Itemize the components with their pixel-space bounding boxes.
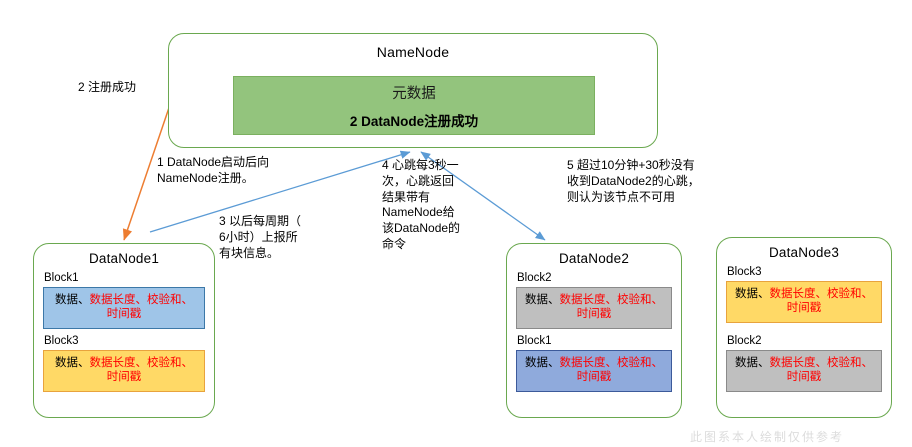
block-content: 数据、数据长度、校验和、时间戳 <box>726 281 882 323</box>
block-item: Block3 数据、数据长度、校验和、时间戳 <box>726 266 882 323</box>
block-key: 数据、 <box>735 288 770 300</box>
annotation-step-2: 2 注册成功 <box>78 80 137 94</box>
datanode1-box[interactable]: DataNode1 Block1 数据、数据长度、校验和、时间戳 Block3 … <box>33 243 215 418</box>
block-item: Block3 数据、数据长度、校验和、时间戳 <box>43 335 205 392</box>
datanode3-blocks: Block3 数据、数据长度、校验和、时间戳 Block2 数据、数据长度、校验… <box>726 266 882 398</box>
namenode-box[interactable]: NameNode 元数据 2 DataNode注册成功 <box>168 33 658 148</box>
metadata-title: 元数据 <box>392 85 436 102</box>
datanode1-title: DataNode1 <box>88 251 160 266</box>
block-label: Block3 <box>44 334 79 347</box>
block-key: 数据、 <box>55 356 90 369</box>
block-value: 数据长度、校验和、时间戳 <box>559 294 664 321</box>
block-label: Block1 <box>44 272 79 284</box>
datanode3-box[interactable]: DataNode3 Block3 数据、数据长度、校验和、时间戳 Block2 … <box>716 237 892 418</box>
metadata-register-success: 2 DataNode注册成功 <box>349 113 479 129</box>
block-value: 数据长度、校验和、时间戳 <box>89 294 194 321</box>
block-value: 数据长度、校验和、时间戳 <box>769 288 874 315</box>
block-value: 数据长度、校验和、时间戳 <box>769 356 874 384</box>
datanode2-title: DataNode2 <box>558 251 630 266</box>
datanode3-title: DataNode3 <box>768 245 840 260</box>
watermark-text: 此图系本人绘制仅供参考 <box>690 430 845 444</box>
annotation-step-5: 5 超过10分钟+30秒没有 收到DataNode2的心跳， 则认为该节点不可用 <box>567 158 700 204</box>
block-content: 数据、数据长度、校验和、时间戳 <box>516 349 672 392</box>
block-item: Block2 数据、数据长度、校验和、时间戳 <box>516 272 672 329</box>
namenode-title: NameNode <box>376 44 450 60</box>
metadata-box: 元数据 2 DataNode注册成功 <box>233 76 595 135</box>
block-key: 数据、 <box>525 356 560 369</box>
block-label: Block2 <box>727 334 762 347</box>
block-label: Block2 <box>517 272 552 284</box>
datanode1-blocks: Block1 数据、数据长度、校验和、时间戳 Block3 数据、数据长度、校验… <box>43 272 205 398</box>
block-item: Block1 数据、数据长度、校验和、时间戳 <box>43 272 205 329</box>
block-key: 数据、 <box>55 294 90 306</box>
annotation-step-4: 4 心跳每3秒一 次，心跳返回 结果带有 NameNode给 该DataNode… <box>382 158 461 252</box>
block-key: 数据、 <box>735 356 770 369</box>
datanode2-blocks: Block2 数据、数据长度、校验和、时间戳 Block1 数据、数据长度、校验… <box>516 272 672 398</box>
block-item: Block2 数据、数据长度、校验和、时间戳 <box>726 335 882 392</box>
block-content: 数据、数据长度、校验和、时间戳 <box>516 287 672 329</box>
block-content: 数据、数据长度、校验和、时间戳 <box>726 349 882 392</box>
block-value: 数据长度、校验和、时间戳 <box>89 356 194 384</box>
annotation-step-1: 1 DataNode启动后向 NameNode注册。 <box>157 155 270 185</box>
datanode2-box[interactable]: DataNode2 Block2 数据、数据长度、校验和、时间戳 Block1 … <box>506 243 682 418</box>
block-key: 数据、 <box>525 294 560 306</box>
block-item: Block1 数据、数据长度、校验和、时间戳 <box>516 335 672 392</box>
block-content: 数据、数据长度、校验和、时间戳 <box>43 287 205 329</box>
block-value: 数据长度、校验和、时间戳 <box>559 356 664 384</box>
block-content: 数据、数据长度、校验和、时间戳 <box>43 349 205 392</box>
block-label: Block1 <box>517 334 552 347</box>
annotation-step-3: 3 以后每周期（ 6小时）上报所 有块信息。 <box>219 214 302 260</box>
block-label: Block3 <box>727 266 762 278</box>
